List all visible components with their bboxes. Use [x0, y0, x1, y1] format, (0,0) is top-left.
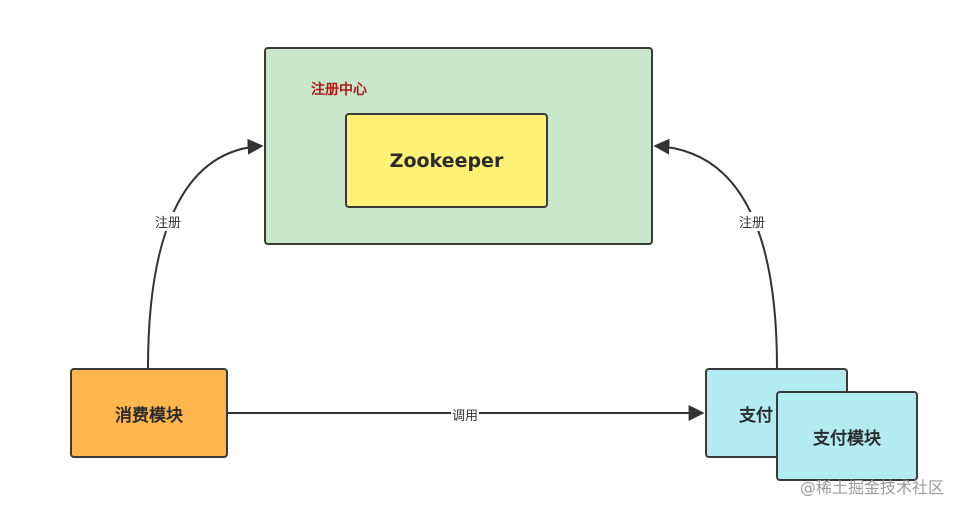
- watermark: @稀土掘金技术社区: [800, 478, 945, 497]
- payment-module-box-front: 支付模块: [776, 391, 918, 481]
- registry-center-title: 注册中心: [311, 82, 367, 98]
- edge-label-call: 调用: [451, 405, 480, 424]
- edge-label-consumer-register: 注册: [154, 212, 183, 231]
- zookeeper-box: Zookeeper: [345, 113, 548, 208]
- edge-label-payment-register: 注册: [738, 212, 767, 231]
- edge-payment-register: [653, 138, 778, 369]
- consumer-module-box: 消费模块: [70, 368, 228, 458]
- edge-consumer-register: [147, 138, 264, 369]
